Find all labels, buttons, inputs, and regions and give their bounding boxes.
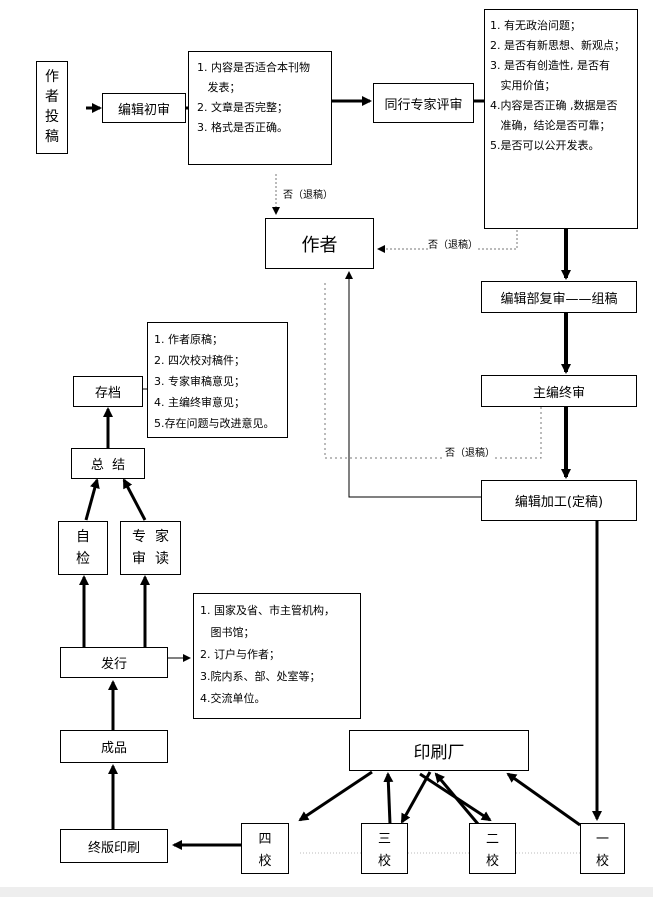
product-label: 成品 bbox=[100, 741, 127, 756]
expert-read-line-1: 专 家 bbox=[132, 529, 169, 545]
final-print-box: 终版印刷 bbox=[60, 829, 168, 863]
arrow-selfcheck-to-summary bbox=[84, 478, 100, 521]
author-submit-char-1: 作 bbox=[45, 69, 59, 85]
dept-review-box: 编辑部复审——组稿 bbox=[481, 281, 637, 313]
page-bottom-strip bbox=[0, 887, 653, 897]
proof2-char-1: 二 bbox=[485, 832, 499, 847]
initial-criteria-item: 发表； bbox=[197, 81, 241, 94]
peer-criteria-item: 4.内容是否正确 ,数据是否 bbox=[490, 99, 618, 112]
reject-label-chief: 否（退稿） bbox=[445, 444, 495, 459]
proof2-box: 二 校 bbox=[469, 823, 516, 874]
distribute-item: 2. 订户与作者； bbox=[200, 648, 280, 661]
proof1-char-1: 一 bbox=[595, 832, 609, 847]
arrow-expert-to-summary bbox=[122, 478, 147, 521]
arrow-proof1-to-factory bbox=[506, 772, 581, 827]
initial-criteria-list: 1. 内容是否适合本刊物 发表； 2. 文章是否完整； 3. 格式是否正确。 bbox=[197, 58, 310, 138]
final-print-label: 终版印刷 bbox=[87, 840, 140, 856]
reject-chief-line bbox=[324, 280, 542, 459]
distribute-item: 3.院内系、部、处室等； bbox=[200, 670, 321, 683]
reject-label-peer: 否（退稿） bbox=[428, 236, 478, 251]
expert-read-line-2: 审 读 bbox=[132, 551, 169, 567]
edit-finalize-label: 编辑加工(定稿) bbox=[514, 495, 604, 510]
arrow-factory-to-proof4 bbox=[298, 770, 373, 822]
archive-item: 2. 四次校对稿件； bbox=[154, 354, 245, 367]
proof3-char-2: 校 bbox=[377, 854, 391, 869]
product-box: 成品 bbox=[60, 730, 168, 763]
distribute-label: 发行 bbox=[100, 657, 127, 672]
archive-item: 1. 作者原稿； bbox=[154, 333, 223, 346]
initial-review-box: 编辑初审 bbox=[102, 93, 186, 123]
proof4-box: 四 校 bbox=[241, 823, 289, 874]
self-check-char-1: 自 bbox=[76, 529, 90, 545]
summary-box: 总 结 bbox=[71, 448, 145, 479]
author-submit-char-3: 投 bbox=[45, 109, 59, 125]
distribute-item: 1. 国家及省、市主管机构， bbox=[200, 604, 335, 617]
peer-criteria-item: 3. 是否有创造性, 是否有 bbox=[490, 59, 610, 72]
self-check-box: 自 检 bbox=[58, 521, 108, 575]
proof3-box: 三 校 bbox=[361, 823, 408, 874]
peer-criteria-box: 1. 有无政治问题； 2. 是否有新思想、新观点； 3. 是否有创造性, 是否有… bbox=[484, 9, 638, 229]
proof4-char-2: 校 bbox=[258, 854, 272, 869]
arrow-factory-to-proof3 bbox=[400, 771, 432, 824]
expert-read-box: 专 家 审 读 bbox=[120, 521, 181, 575]
proof2-char-2: 校 bbox=[485, 854, 499, 869]
distribute-item: 4.交流单位。 bbox=[200, 692, 266, 705]
peer-criteria-item: 准确，结论是否可靠； bbox=[490, 119, 611, 132]
reject-label-initial: 否（退稿） bbox=[283, 186, 333, 201]
chief-review-label: 主编终审 bbox=[532, 385, 585, 401]
author-label: 作者 bbox=[301, 234, 338, 256]
proof1-char-2: 校 bbox=[595, 854, 609, 869]
initial-review-label: 编辑初审 bbox=[117, 102, 170, 118]
arrow-factory-to-proof2 bbox=[419, 772, 492, 822]
finalize-to-author-line bbox=[345, 271, 481, 498]
archive-box: 存档 bbox=[73, 376, 143, 407]
distribute-list: 1. 国家及省、市主管机构， 图书馆； 2. 订户与作者； 3.院内系、部、处室… bbox=[200, 600, 335, 710]
self-check-char-2: 检 bbox=[76, 551, 90, 567]
peer-review-label: 同行专家评审 bbox=[384, 97, 463, 113]
proof1-box: 一 校 bbox=[580, 823, 625, 874]
archive-label: 存档 bbox=[94, 386, 121, 401]
edit-finalize-box: 编辑加工(定稿) bbox=[481, 480, 637, 521]
author-submit-char-4: 稿 bbox=[45, 129, 59, 145]
archive-item: 4. 主编终审意见； bbox=[154, 396, 245, 409]
peer-review-box: 同行专家评审 bbox=[373, 83, 474, 123]
printing-factory-label: 印刷厂 bbox=[413, 743, 465, 763]
distribute-list-box: 1. 国家及省、市主管机构， 图书馆； 2. 订户与作者； 3.院内系、部、处室… bbox=[193, 593, 361, 719]
author-submit-box: 作 者 投 稿 bbox=[36, 61, 68, 154]
proof4-char-1: 四 bbox=[258, 832, 272, 847]
peer-criteria-item: 2. 是否有新思想、新观点； bbox=[490, 39, 625, 52]
initial-criteria-item: 1. 内容是否适合本刊物 bbox=[197, 61, 310, 74]
archive-item: 5.存在问题与改进意见。 bbox=[154, 417, 275, 430]
initial-criteria-box: 1. 内容是否适合本刊物 发表； 2. 文章是否完整； 3. 格式是否正确。 bbox=[188, 51, 332, 165]
arrow-proof3-to-factory bbox=[383, 772, 394, 825]
initial-criteria-item: 3. 格式是否正确。 bbox=[197, 121, 288, 134]
author-box: 作者 bbox=[265, 218, 374, 269]
chief-review-box: 主编终审 bbox=[481, 375, 637, 407]
peer-criteria-list: 1. 有无政治问题； 2. 是否有新思想、新观点； 3. 是否有创造性, 是否有… bbox=[490, 16, 625, 156]
peer-criteria-item: 1. 有无政治问题； bbox=[490, 19, 581, 32]
author-submit-char-2: 者 bbox=[45, 89, 59, 105]
distribute-box: 发行 bbox=[60, 647, 168, 678]
summary-label: 总 结 bbox=[90, 458, 126, 473]
archive-list: 1. 作者原稿； 2. 四次校对稿件； 3. 专家审稿意见； 4. 主编终审意见… bbox=[154, 329, 275, 434]
printing-factory-box: 印刷厂 bbox=[349, 730, 529, 771]
proof3-char-1: 三 bbox=[377, 832, 391, 847]
archive-item: 3. 专家审稿意见； bbox=[154, 375, 245, 388]
initial-criteria-item: 2. 文章是否完整； bbox=[197, 101, 288, 114]
archive-list-box: 1. 作者原稿； 2. 四次校对稿件； 3. 专家审稿意见； 4. 主编终审意见… bbox=[147, 322, 288, 438]
distribute-item: 图书馆； bbox=[200, 626, 255, 639]
peer-criteria-item: 实用价值； bbox=[490, 79, 556, 92]
dept-review-label: 编辑部复审——组稿 bbox=[500, 291, 618, 307]
peer-criteria-item: 5.是否可以公开发表。 bbox=[490, 139, 600, 152]
